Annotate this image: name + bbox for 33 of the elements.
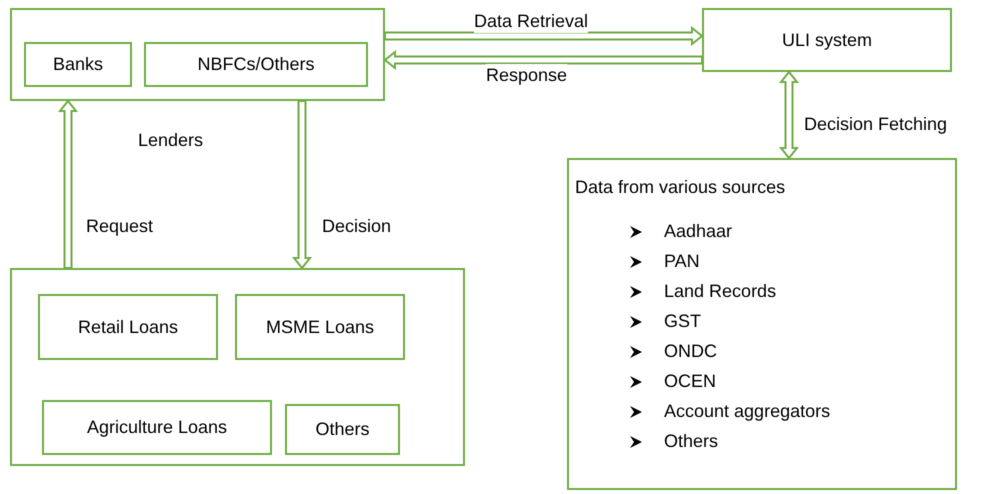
group-box	[10, 8, 385, 101]
label-box	[285, 404, 400, 455]
list-item: GST	[664, 310, 702, 333]
group-box	[10, 268, 465, 466]
label-box	[144, 42, 368, 87]
list-item: Aadhaar	[664, 220, 732, 243]
box-label: Banks	[52, 53, 104, 76]
box-label: ULI system	[782, 28, 872, 52]
box-label: Agriculture Loans	[86, 416, 228, 439]
list-item: OCEN	[664, 370, 716, 393]
list-item: Account aggregators	[664, 400, 830, 423]
box-heading: Data from various sources	[575, 176, 786, 199]
list-item: Others	[664, 430, 718, 453]
label-box	[38, 294, 218, 360]
list-item: ONDC	[664, 340, 717, 363]
label-box	[702, 8, 952, 72]
label-box	[42, 400, 272, 455]
list-item: PAN	[664, 250, 700, 273]
label-box	[235, 294, 405, 360]
box-label: Others	[315, 418, 370, 441]
list-item: Land Records	[664, 280, 776, 303]
box-label: MSME Loans	[266, 316, 374, 338]
hollow-arrow	[292, 100, 312, 270]
hollow-arrow	[58, 99, 78, 269]
hollow-arrow	[383, 50, 703, 70]
label-box	[24, 42, 132, 87]
box-label: NBFCs/Others	[197, 53, 315, 76]
sources-box	[567, 158, 957, 490]
hollow-arrow	[384, 26, 704, 46]
box-label: Retail Loans	[78, 316, 178, 338]
edge-label: Response	[486, 64, 568, 86]
group-heading: Lenders	[138, 129, 204, 152]
hollow-arrow	[778, 70, 800, 160]
